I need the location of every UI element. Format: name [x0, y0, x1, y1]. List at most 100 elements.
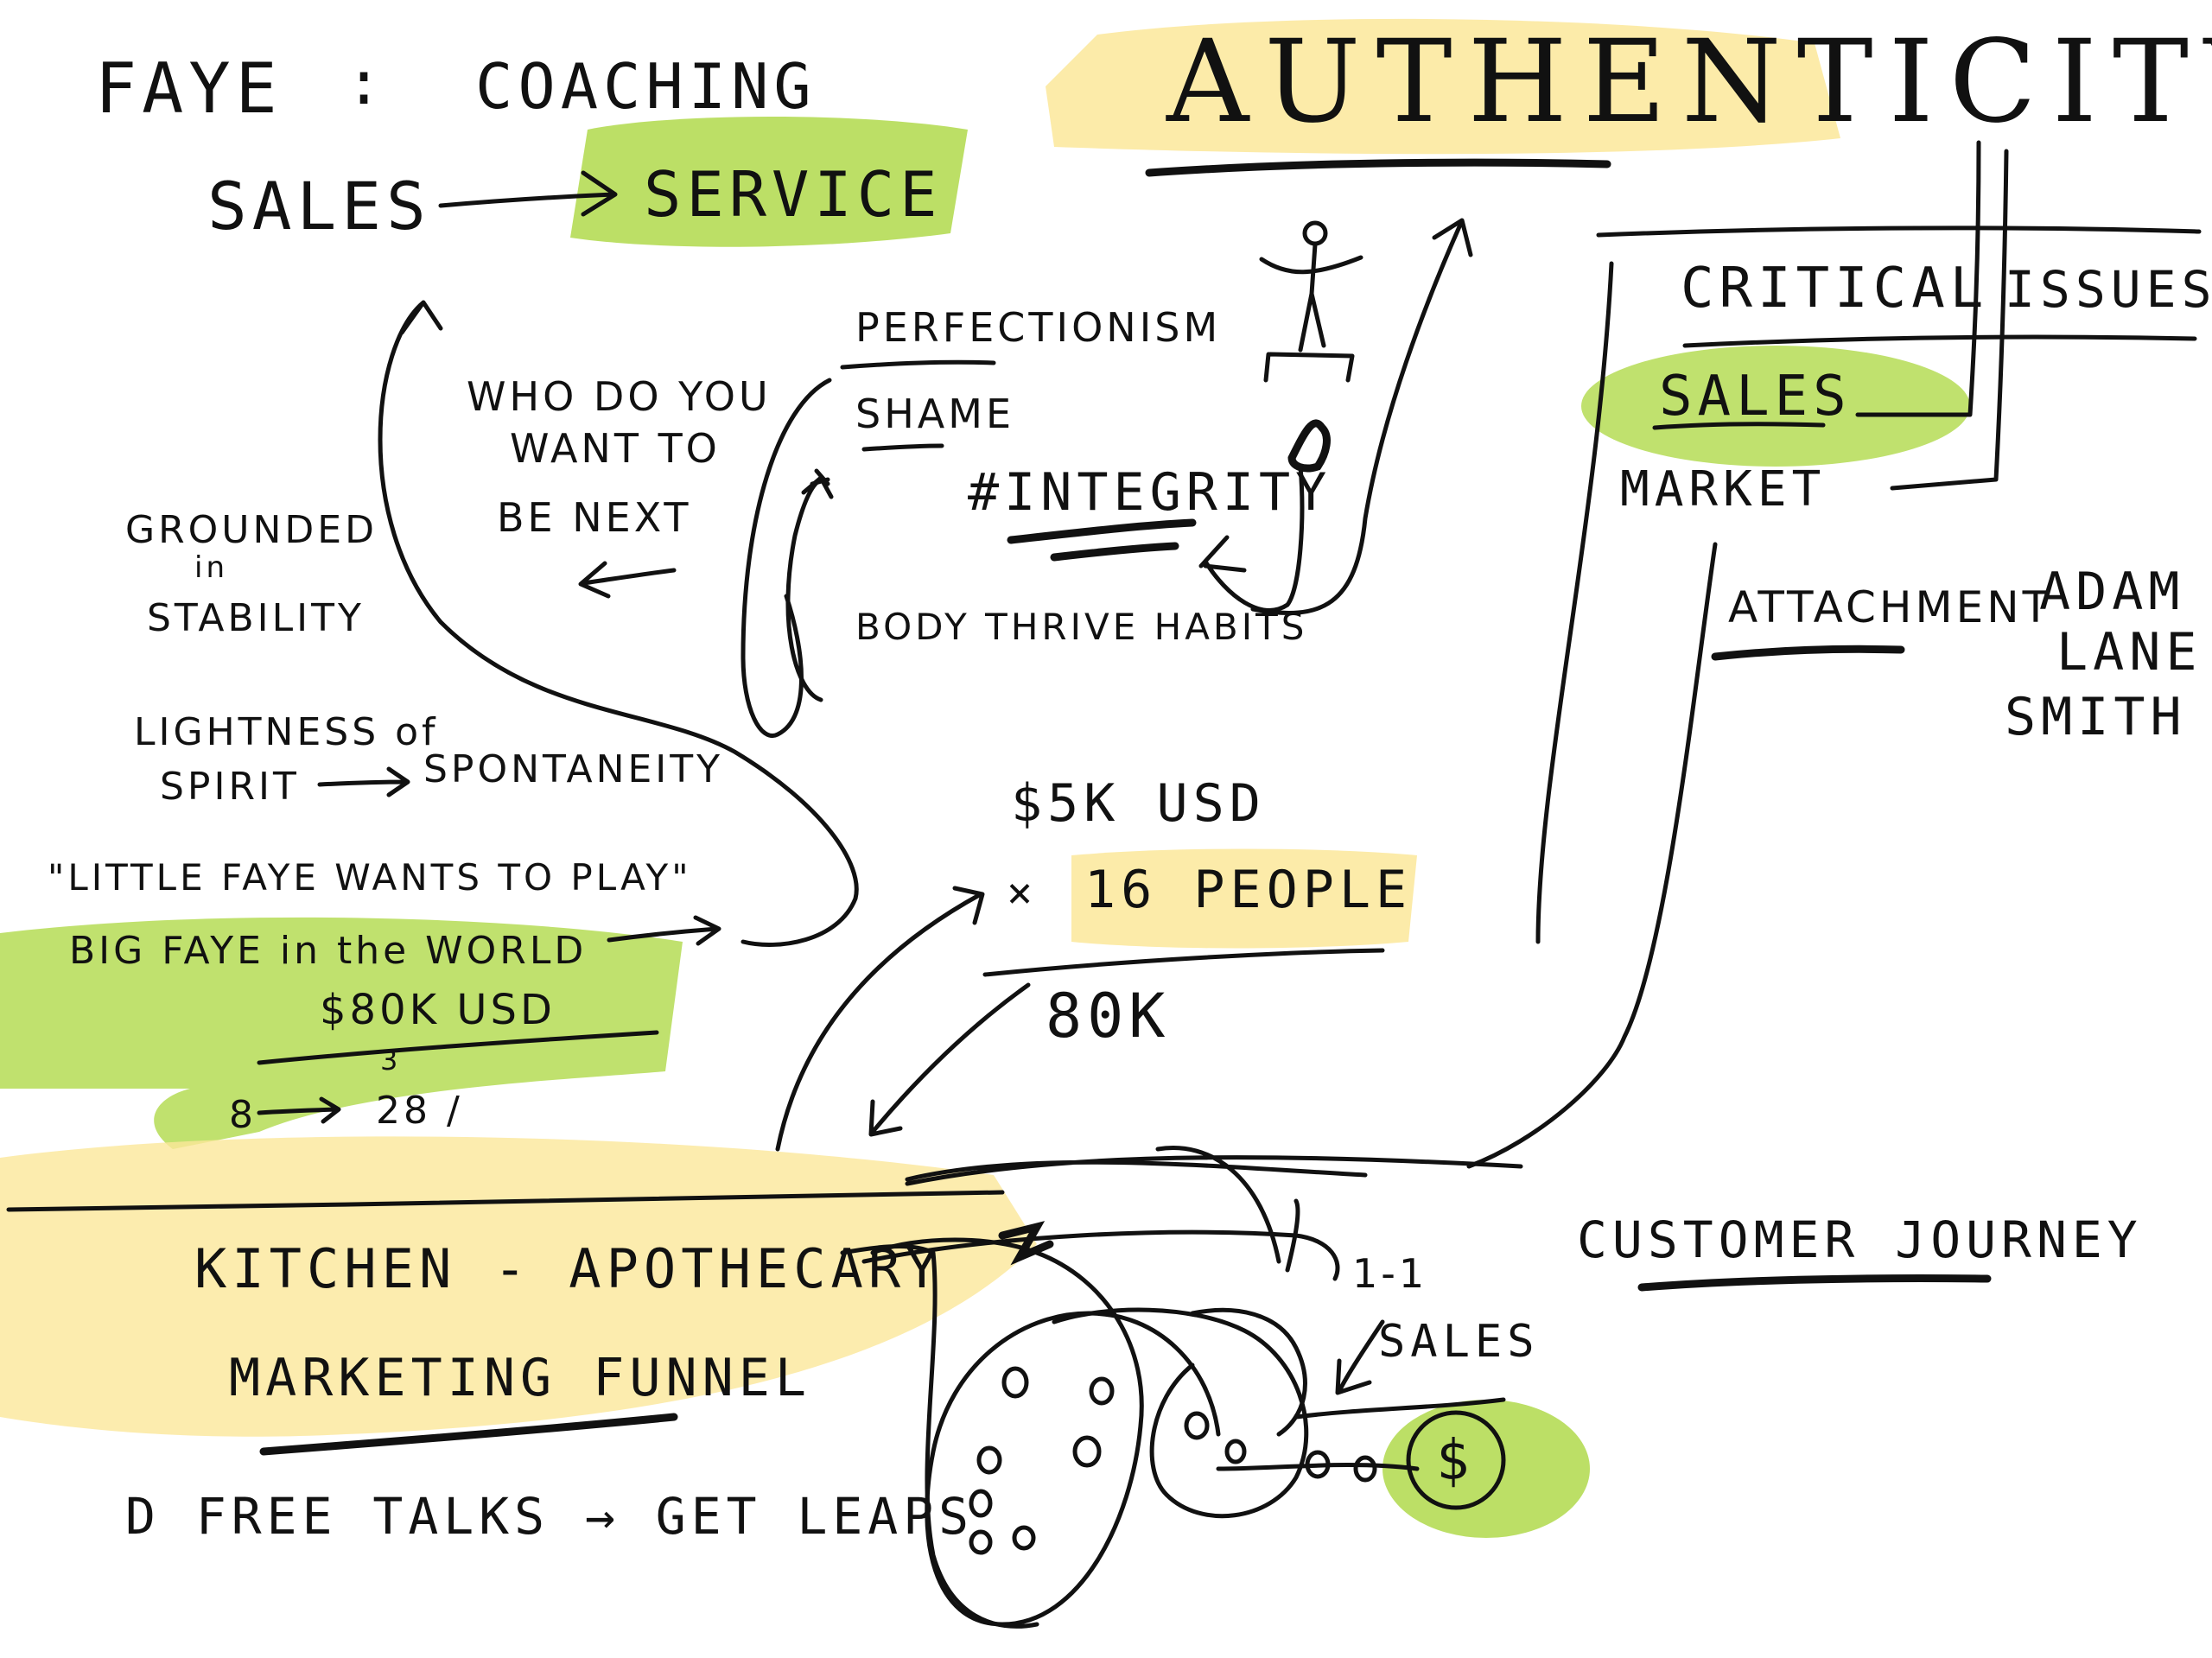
- funnel-loop-inner: [1190, 1307, 1307, 1437]
- math-rule: [982, 948, 1385, 977]
- person-line-3: SMITH: [2005, 687, 2187, 747]
- person-line-1: ADAM: [2039, 562, 2185, 622]
- funnel-dot: [1184, 1411, 1210, 1440]
- attachment-section: ATTACHMENT ADAM LANE SMITH: [1466, 542, 2197, 1169]
- funnel-dot: [1224, 1439, 1247, 1464]
- figure-head: [1302, 220, 1328, 246]
- critical-item-market: MARKET: [1620, 461, 1826, 518]
- kitchen-highlight: [0, 1136, 1037, 1437]
- authenticity-underline: [1145, 158, 1611, 177]
- dollar-sign: $: [1436, 1429, 1475, 1493]
- critical-item-sales: SALES: [1659, 365, 1852, 429]
- shame-underline: [861, 443, 944, 452]
- funnel-dot: [1089, 1376, 1115, 1406]
- free-talks-label: D FREE TALKS → GET LEAPS: [125, 1487, 974, 1546]
- service-highlight: [570, 117, 968, 247]
- total-label: 80K: [1046, 981, 1170, 1051]
- funnel-underline: [259, 1413, 678, 1456]
- funnel-dot: [1072, 1435, 1102, 1468]
- grounded-line-3: STABILITY: [147, 596, 365, 640]
- funnel-dot: [969, 1489, 993, 1518]
- funnel-dot: [1012, 1525, 1036, 1551]
- body-to-authenticity-arrow: [1250, 218, 1473, 615]
- people-label: 16 PEOPLE: [1084, 860, 1412, 920]
- funnel-dots: [969, 1366, 1377, 1555]
- integrity-label: #INTEGRITY: [968, 462, 1332, 523]
- attachment-to-funnel-arrow: [1285, 1198, 1300, 1273]
- service-label: SERVICE: [644, 158, 942, 231]
- who-line-2: WANT TO: [510, 425, 721, 472]
- table-left-rule: [1535, 261, 1614, 944]
- who-line-1: WHO DO YOU: [467, 373, 772, 420]
- body-thrive-label: BODY THRIVE HABITS: [855, 606, 1307, 648]
- sales-to-service-arrow: [438, 170, 618, 217]
- grounded-line-1: GROUNDED: [125, 508, 378, 552]
- sales-journey-arrow: [1335, 1319, 1385, 1395]
- revenue-divider: [257, 1030, 659, 1065]
- funnel-to-dollar-line: [1216, 1397, 1506, 1471]
- math-up-arrow: [775, 886, 985, 1152]
- big-faye-highlight: [0, 917, 683, 1149]
- people-highlight: [1071, 848, 1417, 949]
- funnel-scribble: [998, 1221, 1054, 1266]
- kitchen-to-funnel-line: [840, 1244, 1039, 1629]
- grounded-line-2: in: [194, 550, 228, 585]
- colon: :: [346, 48, 387, 118]
- shame-label: SHAME: [855, 391, 1014, 437]
- shame-inner-arrow: [785, 475, 834, 702]
- attachment-bracket: [1466, 542, 1718, 1169]
- sales-journey-label: SALES: [1378, 1316, 1540, 1368]
- sales-label: SALES: [207, 168, 431, 245]
- little-faye-quote: "LITTLE FAYE WANTS TO PLAY": [48, 856, 692, 899]
- attachment-label: ATTACHMENT: [1728, 582, 2052, 632]
- lightness-line-2: SPIRIT: [160, 765, 300, 809]
- header-section: FAYE : COACHING SALES SERVICE AUTHENTICI…: [95, 16, 2212, 245]
- spontaneity-label: SPONTANEITY: [423, 747, 723, 791]
- bottom-section: KITCHEN - APOTHECARY MARKETING FUNNEL D …: [6, 1146, 2143, 1629]
- authenticity-title: AUTHENTICITY: [1166, 16, 2212, 149]
- revenue-label: $80K USD: [320, 986, 556, 1034]
- one-to-one-label: 1-1: [1352, 1250, 1427, 1297]
- funnel-loop-mid: [1052, 1307, 1309, 1519]
- critical-heading: CRITICAL: [1681, 257, 1988, 321]
- table-top-rule: [1596, 226, 2202, 238]
- authenticity-highlight: [1046, 18, 1840, 155]
- issues-heading: ISSUES: [2005, 260, 2212, 319]
- highlights: [0, 18, 1970, 1538]
- who-arrow: [578, 561, 677, 599]
- marketing-funnel-label: MARKETING FUNNEL: [229, 1348, 811, 1408]
- table-divider: [1855, 140, 2009, 491]
- middle-section: WHO DO YOU WANT TO BE NEXT PERFECTIONISM…: [467, 218, 1473, 648]
- sales-item-underline: [1652, 422, 1826, 430]
- funnel-top-strands: [861, 1146, 1523, 1281]
- growth-to: 28 /: [376, 1089, 463, 1133]
- shame-loop-arrow: [741, 378, 832, 738]
- funnel-dot: [969, 1529, 993, 1555]
- table-header-rule: [1682, 334, 2197, 348]
- price-label: $5K USD: [1011, 773, 1266, 834]
- left-section: GROUNDED in STABILITY LIGHTNESS of SPIRI…: [48, 300, 859, 1137]
- service-loop-arrow: [378, 300, 859, 947]
- funnel-dot: [1001, 1366, 1029, 1399]
- faye-label: FAYE: [95, 48, 283, 129]
- bottom-rule: [6, 1190, 1005, 1212]
- customer-journey-label: CUSTOMER JOURNEY: [1577, 1210, 2143, 1269]
- big-faye-label: BIG FAYE in the WORLD: [69, 929, 587, 973]
- revenue-divisor: 3: [380, 1044, 401, 1077]
- kitchen-apothecary-label: KITCHEN - APOTHECARY: [194, 1237, 944, 1300]
- spirit-to-spontaneity-arrow: [317, 766, 410, 797]
- critical-issues-section: CRITICAL ISSUES SALES MARKET: [1535, 140, 2212, 944]
- math-section: $5K USD × 16 PEOPLE 80K: [775, 773, 1412, 1152]
- attachment-underline: [1711, 645, 1905, 661]
- dollar-coin-icon: [1406, 1410, 1506, 1510]
- funnel-dot: [1305, 1450, 1331, 1479]
- integrity-underline: [1007, 518, 1197, 562]
- integrity-loop-arrow: [1198, 464, 1305, 613]
- coaching-label: COACHING: [475, 50, 817, 123]
- perfectionism-label: PERFECTIONISM: [855, 304, 1221, 351]
- big-faye-arrow: [607, 915, 721, 946]
- customer-journey-underline: [1637, 1274, 1992, 1292]
- lightness-line-1: LIGHTNESS of: [134, 710, 439, 754]
- sales-critical-highlight: [1581, 346, 1970, 467]
